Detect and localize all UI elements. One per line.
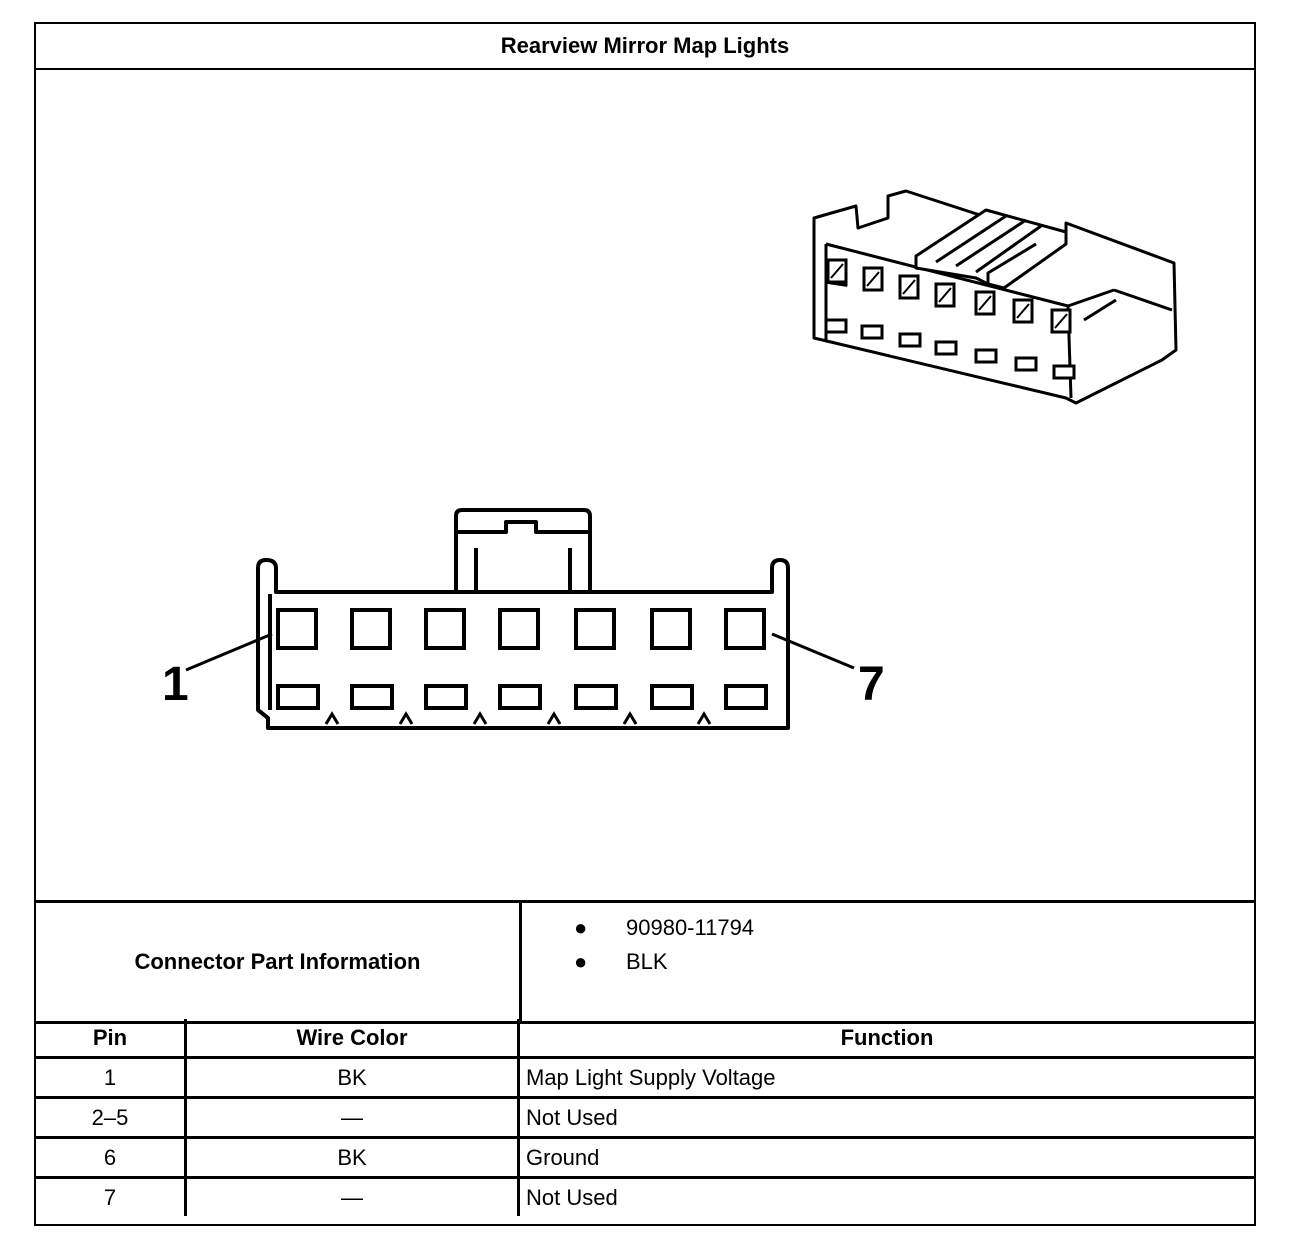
isometric-upper-cavities [826, 258, 1072, 334]
column-header-function: Function [518, 1019, 1254, 1059]
connector-info-list: ● 90980-11794 ● BLK [522, 911, 1254, 979]
function-cell: Ground [518, 1137, 1254, 1179]
table-row: 1 BK Map Light Supply Voltage [36, 1057, 1254, 1099]
column-header-wire-color: Wire Color [185, 1019, 520, 1059]
front-view-keys [324, 711, 712, 725]
connector-info-label: Connector Part Information [36, 903, 522, 1021]
connector-info-row: Connector Part Information ● 90980-11794… [36, 900, 1254, 1024]
pin-cell: 2–5 [36, 1097, 187, 1139]
bullet-icon: ● [574, 949, 588, 974]
wire-color-cell: — [185, 1177, 520, 1216]
pin-cell: 7 [36, 1177, 187, 1216]
connector-color: BLK [626, 949, 668, 974]
connector-diagram: 1 7 [36, 68, 1254, 900]
wire-color-cell: — [185, 1097, 520, 1139]
table-row: 6 BK Ground [36, 1137, 1254, 1179]
page-title: Rearview Mirror Map Lights [36, 24, 1254, 70]
front-view-upper-cavities [276, 608, 766, 650]
column-header-pin: Pin [36, 1019, 187, 1059]
table-header-row: Pin Wire Color Function [36, 1019, 1254, 1059]
function-cell: Map Light Supply Voltage [518, 1057, 1254, 1099]
list-item: ● 90980-11794 [522, 911, 1254, 945]
wire-color-cell: BK [185, 1137, 520, 1179]
table-row: 7 — Not Used [36, 1177, 1254, 1216]
connector-drawing: 1 7 [162, 189, 1178, 730]
pinout-table: Pin Wire Color Function 1 BK Map Light S… [36, 1019, 1254, 1216]
isometric-lower-cavities [824, 318, 1076, 380]
pin-7-label: 7 [858, 658, 885, 711]
table-row: 2–5 — Not Used [36, 1097, 1254, 1139]
part-number: 90980-11794 [626, 915, 755, 940]
function-cell: Not Used [526, 1184, 618, 1210]
pin-cell: 6 [36, 1137, 187, 1179]
function-cell: Not Used [518, 1097, 1254, 1139]
list-item: ● BLK [522, 945, 1254, 979]
wire-color-cell: BK [185, 1057, 520, 1099]
front-view-lower-cavities [276, 684, 768, 710]
pin-cell: 1 [36, 1057, 187, 1099]
pin-1-leader [185, 632, 273, 672]
bullet-icon: ● [574, 915, 588, 940]
pin-7-leader [771, 632, 855, 670]
pin-1-label: 1 [162, 658, 189, 711]
connector-sheet: Rearview Mirror Map Lights [34, 22, 1256, 1226]
